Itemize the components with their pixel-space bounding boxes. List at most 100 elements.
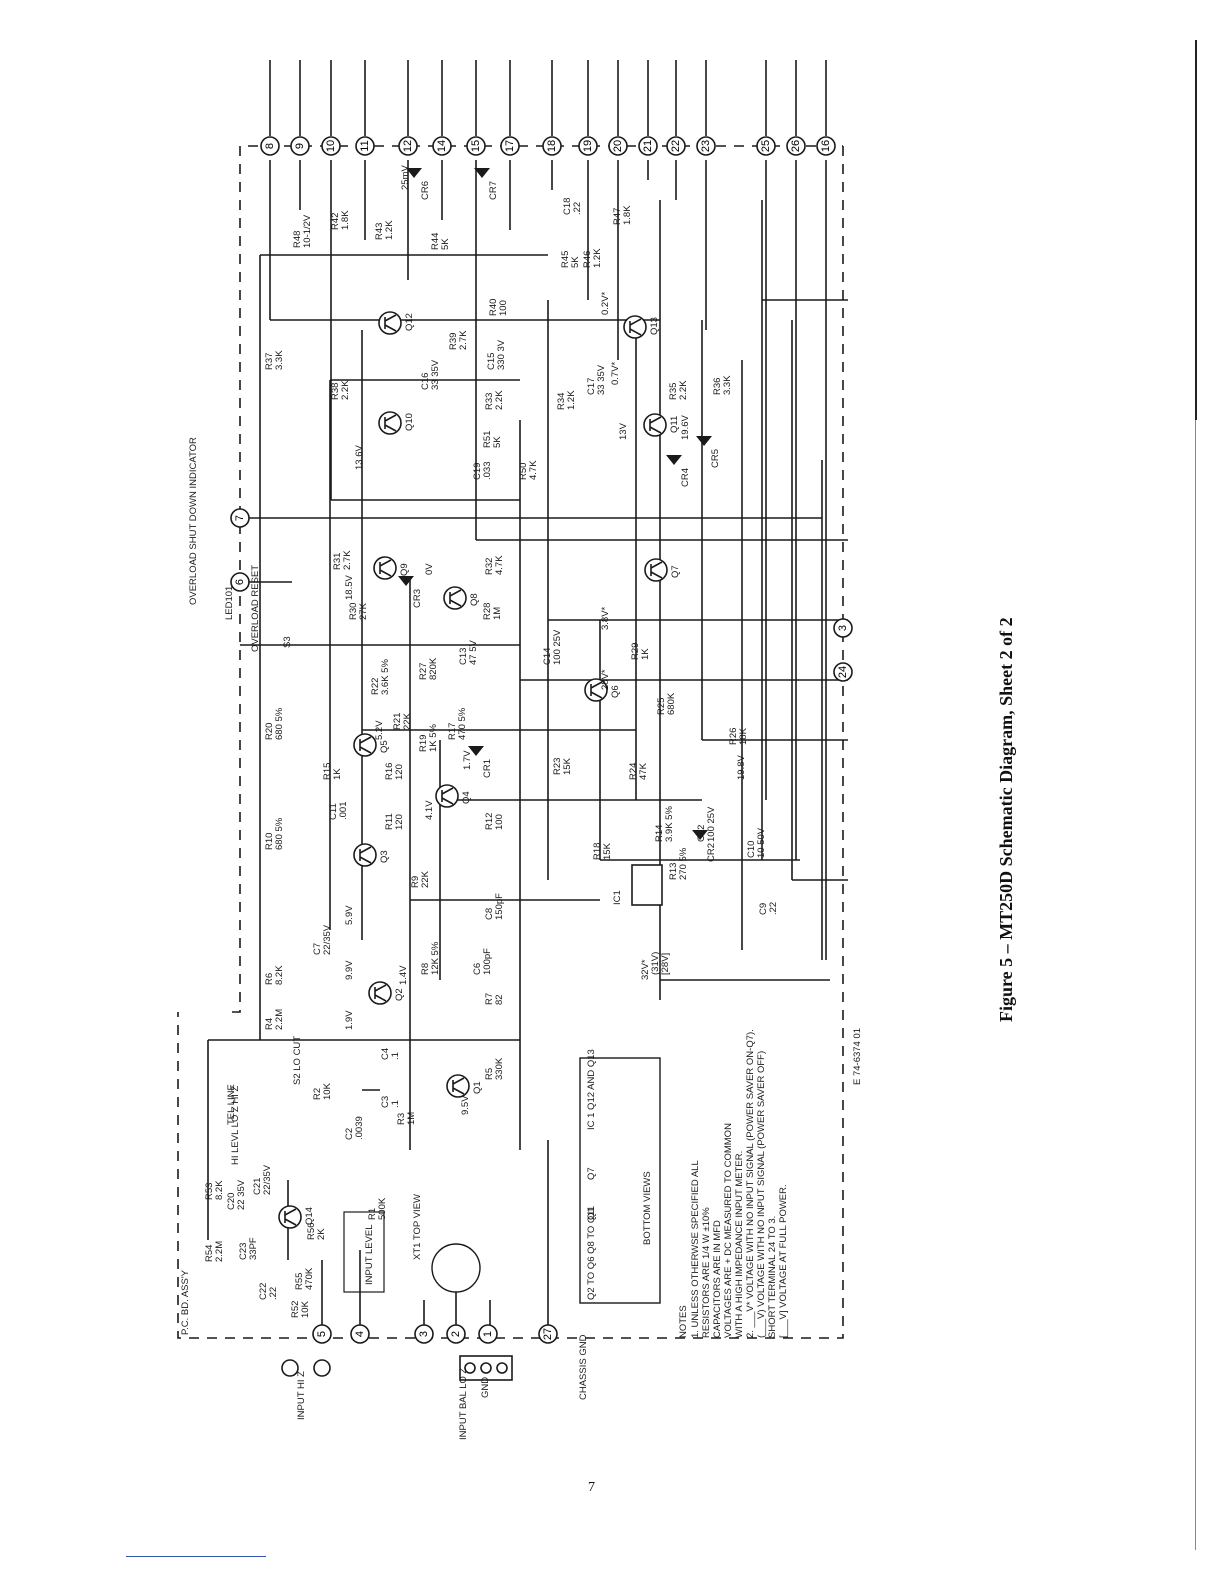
note-line: WITH A HIGH IMPEDANCE INPUT METER. [734, 1151, 745, 1338]
voltage-reading: 1.4V [398, 965, 409, 985]
component-value: 10-1/2V [302, 214, 313, 248]
component-id: R30 [348, 603, 359, 620]
pin-24-bottom: 24 [833, 662, 853, 682]
component-id: R18 [592, 843, 603, 860]
pin-2-left: 2 [446, 1324, 466, 1344]
voltage-reading: 18.5V [344, 575, 355, 600]
component-value: .0039 [354, 1116, 365, 1140]
transistor-q4: Q4 [435, 784, 472, 808]
component-value: 22 35V [236, 1179, 247, 1210]
pin-label: 12 [402, 140, 414, 152]
bottom-edge-pins: 324 [833, 618, 853, 682]
pin-label: 17 [504, 140, 516, 152]
transistor-label: Q5 [379, 740, 390, 753]
component-value: 18K [738, 727, 749, 745]
component-value: 33 35V [430, 359, 441, 390]
component-id: R9 [410, 876, 421, 888]
component-id: C13 [458, 648, 469, 665]
component-id: R16 [384, 763, 395, 780]
xt1-label: XT1 TOP VIEW [412, 1194, 423, 1260]
note-line: CAPACITORS ARE IN MFD [712, 1220, 723, 1338]
overload-indicator-label: OVERLOAD SHUT DOWN INDICATOR [188, 437, 199, 605]
transistor-label: Q8 [469, 593, 480, 606]
input-hiz-jack-inner [313, 1359, 331, 1377]
transistor-label: Q1 [472, 1081, 483, 1094]
transistor-label: Q7 [670, 565, 681, 578]
overload-reset-label: OVERLOAD RESET [250, 565, 261, 652]
voltage-reading: 19.8V [736, 755, 747, 780]
voltage-labels: 32V*(31V)[28V]25mV0.2V*0.7V*19.6V13.6V13… [344, 165, 747, 1115]
component-value: 330 3V [496, 339, 507, 370]
pin-label: 1 [482, 1331, 494, 1337]
pin-19: 19 [578, 136, 598, 156]
pin-label: 7 [234, 515, 246, 521]
q1-view-label: Q1 [586, 1207, 597, 1220]
diode-cr2: CR2 [692, 830, 717, 862]
locut-switch-label: S2 LO CUT [292, 1036, 303, 1085]
component-value: 27K [358, 602, 369, 620]
pin-label: 24 [837, 666, 849, 678]
component-value: .22 [768, 902, 779, 915]
component-id: R43 [374, 223, 385, 240]
page-edge-rule [1195, 40, 1197, 420]
input-connector-block: INPUT HI Z INPUT BAL LO Z GND CHASSIS GN… [281, 1334, 589, 1440]
component-value: 22/35V [262, 1164, 273, 1195]
component-value: 12K 5% [430, 941, 441, 975]
component-id: R56 [306, 1223, 317, 1240]
voltage-reading: 0V [424, 563, 435, 575]
component-value: 2K [316, 1228, 327, 1240]
pin-3-left: 3 [414, 1324, 434, 1344]
component-id: R11 [384, 813, 395, 830]
note-line: 1. UNLESS OTHERWSE SPECIFIED ALL [690, 1160, 701, 1338]
footer-rule [126, 1556, 266, 1557]
tel-line-label: TEL LINE [226, 1084, 237, 1125]
page-edge-rule-thin [1195, 420, 1196, 1550]
pin-20: 20 [608, 136, 628, 156]
component-id: R10 [264, 833, 275, 850]
transistor-label: Q6 [610, 685, 621, 698]
ic1-label: IC1 [612, 890, 623, 905]
voltage-reading: 32V* [640, 959, 651, 980]
diode-label: CR4 [680, 468, 691, 487]
voltage-reading: 0.2V* [600, 291, 611, 315]
component-value: 120 [394, 764, 405, 780]
component-id: R40 [488, 299, 499, 316]
component-value: 2.2K [678, 380, 689, 400]
pin-label: 27 [542, 1328, 554, 1340]
transistor-q10: Q10 [378, 411, 415, 435]
component-id: C14 [542, 648, 553, 665]
pcb-assembly-label: P.C. BD. ASS'Y [180, 1269, 191, 1335]
component-value: 330K [494, 1057, 505, 1080]
component-value: 150pF [494, 893, 505, 920]
component-value: 270 5% [678, 847, 689, 880]
component-id: R24 [628, 763, 639, 780]
component-c11: C11.001 [328, 802, 349, 821]
diode-label: CR3 [412, 589, 423, 608]
component-id: R15 [322, 763, 333, 780]
voltage-reading: 9.5V [460, 1095, 471, 1115]
component-value: .033 [482, 462, 493, 481]
voltage-reading: 13V [618, 422, 629, 440]
component-value: .1 [390, 1052, 401, 1060]
voltage-reading: 4.1V [424, 800, 435, 820]
ic-view-label: IC 1 Q12 AND Q13 [586, 1049, 597, 1130]
transistor-q7: Q7 [644, 558, 681, 582]
transistor-label: Q13 [649, 317, 660, 335]
